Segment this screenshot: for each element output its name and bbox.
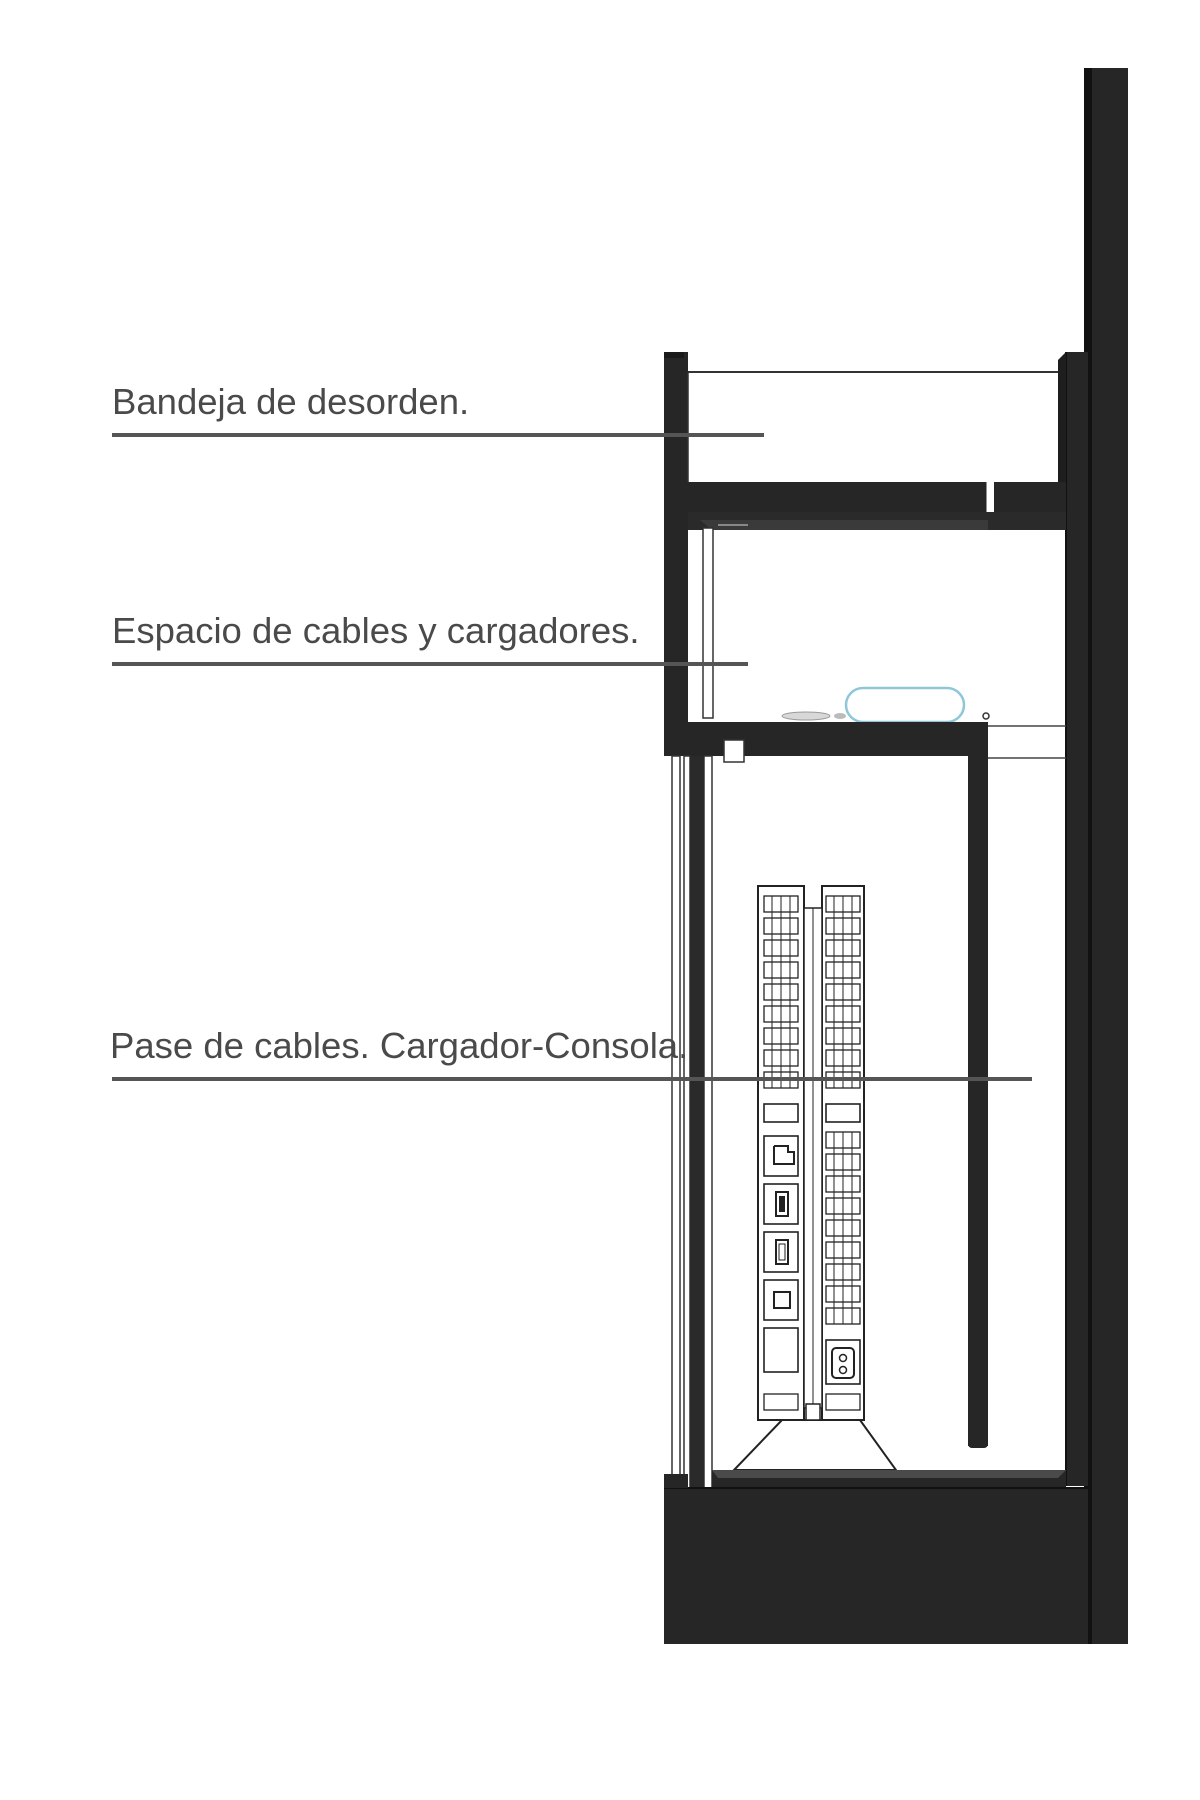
usb-port-icon — [775, 1239, 789, 1265]
middle-shelf — [688, 482, 1066, 530]
hdmi-port-icon — [775, 1191, 789, 1217]
cabinet-base — [664, 1474, 1088, 1644]
label-cables-chargers-space: Espacio de cables y cargadores. — [112, 610, 640, 651]
game-console — [731, 885, 898, 1471]
charger-devices — [781, 686, 990, 724]
lower-shelf — [688, 722, 1066, 763]
leader-lines — [112, 433, 1032, 1081]
cabinet-floor — [712, 1470, 1066, 1488]
label-clutter-tray: Bandeja de desorden. — [112, 381, 469, 422]
label-cable-pass: Pase de cables. Cargador-Consola. — [110, 1025, 688, 1066]
power-port-icon — [831, 1347, 855, 1379]
ethernet-port-icon — [773, 1145, 795, 1165]
clutter-tray — [687, 352, 1066, 482]
front-door-frame — [671, 755, 713, 1495]
left-front-panel — [664, 352, 688, 756]
back-wall-panel — [1084, 68, 1128, 1644]
optical-port-icon — [773, 1291, 791, 1309]
hanging-divider-panel — [968, 756, 988, 1448]
right-side-panel — [1065, 352, 1088, 1486]
cable-space-inner-wall — [702, 527, 714, 719]
console-ports — [763, 1103, 861, 1385]
